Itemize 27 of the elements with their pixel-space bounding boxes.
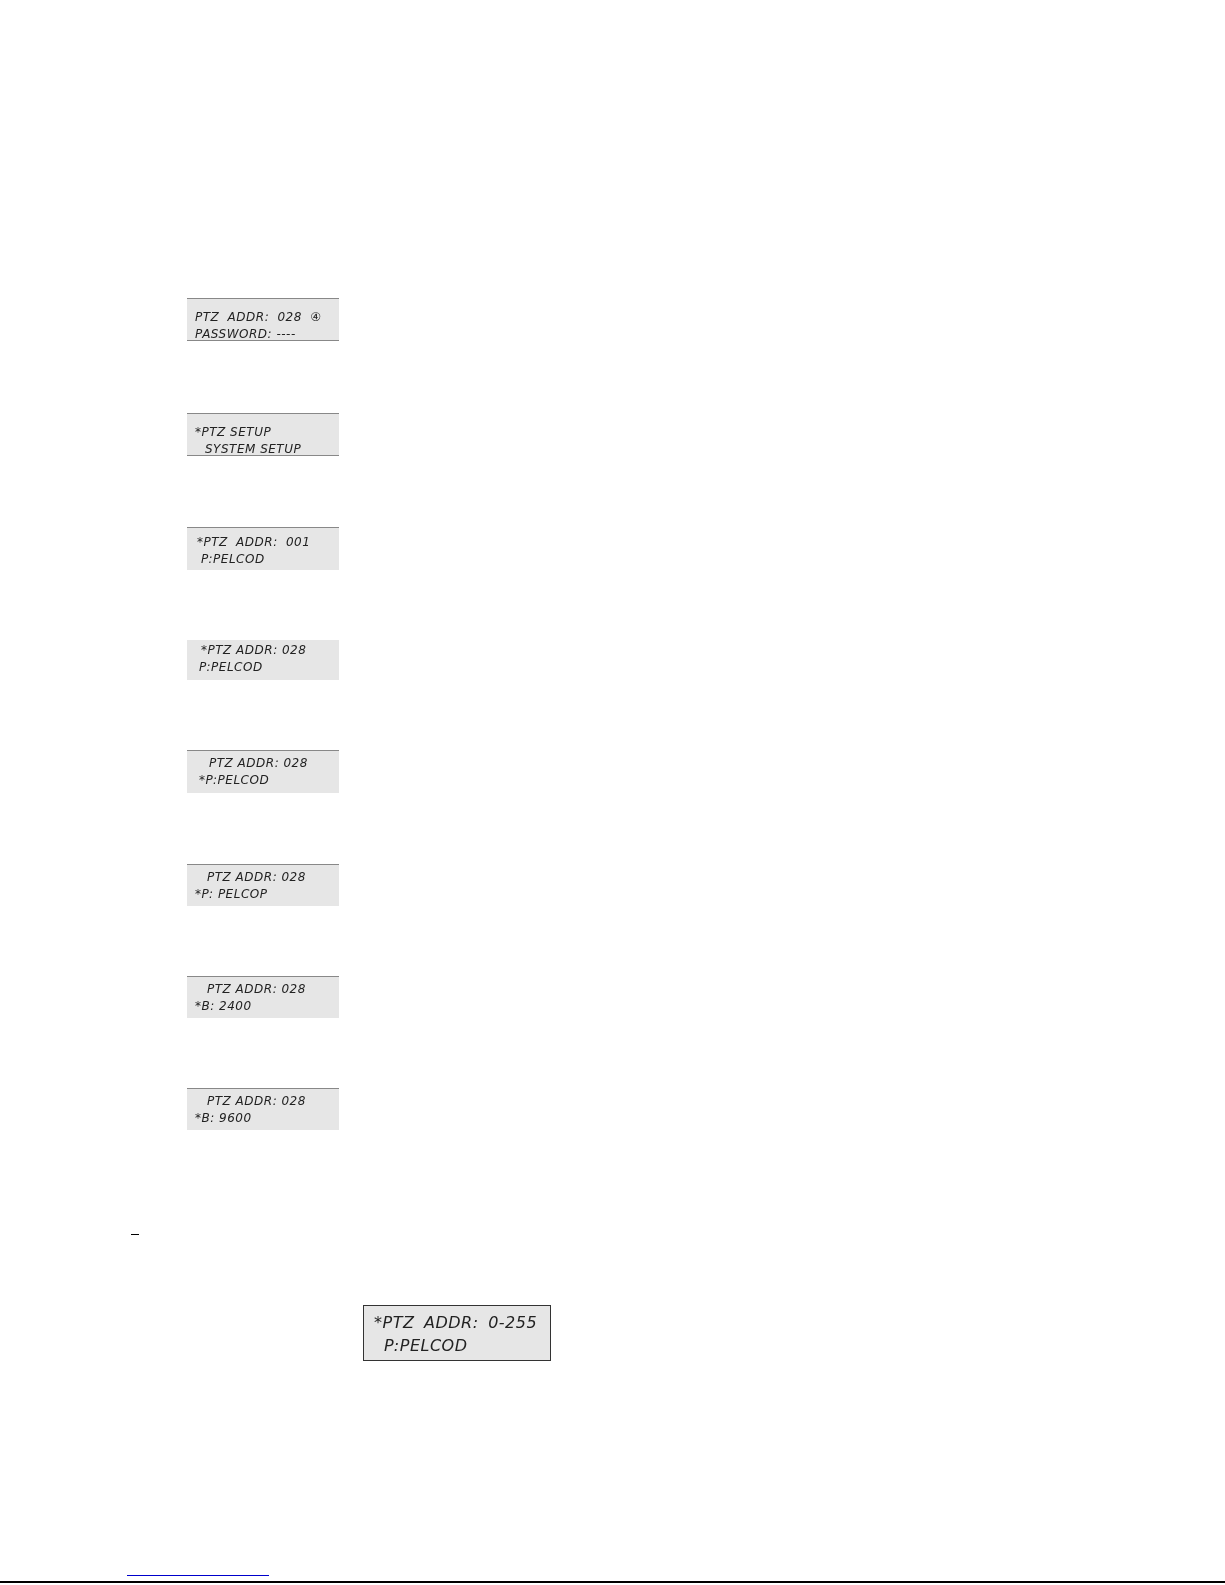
display-text-line: P:PELCOD bbox=[201, 552, 265, 566]
display-text-line: P:PELCOD bbox=[384, 1336, 468, 1355]
display-text-line: PASSWORD: ---- bbox=[195, 327, 296, 341]
display-text-line: SYSTEM SETUP bbox=[205, 442, 302, 456]
lcd-display-panel bbox=[187, 864, 339, 906]
display-text-line: PTZ ADDR: 028 bbox=[207, 870, 306, 884]
lcd-display-panel bbox=[187, 413, 339, 456]
display-text-line: PTZ ADDR: 028 bbox=[207, 982, 306, 996]
display-text-line: P:PELCOD bbox=[199, 660, 263, 674]
display-text-line: *PTZ ADDR: 001 bbox=[197, 535, 311, 549]
lcd-display-panel bbox=[187, 640, 339, 680]
display-text-line: *B: 2400 bbox=[195, 999, 252, 1013]
display-text-line: *B: 9600 bbox=[195, 1111, 252, 1125]
lcd-display-panel bbox=[187, 298, 339, 341]
display-text-line: *PTZ ADDR: 028 bbox=[201, 643, 307, 657]
display-text-line: PTZ ADDR: 028 ④ bbox=[195, 310, 322, 324]
display-text-line: *PTZ SETUP bbox=[195, 425, 272, 439]
display-text-line: PTZ ADDR: 028 bbox=[209, 756, 308, 770]
lcd-display-panel bbox=[187, 527, 339, 570]
display-text-line: *PTZ ADDR: 0-255 bbox=[374, 1313, 538, 1332]
display-text-line: PTZ ADDR: 028 bbox=[207, 1094, 306, 1108]
lcd-display-panel bbox=[187, 976, 339, 1018]
display-text-line: *P:PELCOD bbox=[199, 773, 270, 787]
lcd-display-panel bbox=[187, 1088, 339, 1130]
display-text-line: *P: PELCOP bbox=[195, 887, 268, 901]
lcd-display-panel bbox=[363, 1305, 551, 1361]
lcd-display-panel bbox=[187, 750, 339, 793]
